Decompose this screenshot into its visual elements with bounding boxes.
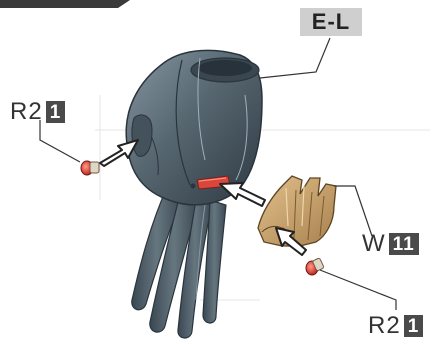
callout-right-bottom-num: 1 [404, 315, 424, 337]
callout-right-bottom-text: R2 [368, 314, 401, 338]
callout-right-top-text: W [362, 232, 386, 256]
pin-r2-right [306, 258, 324, 275]
hand-palm [126, 50, 262, 204]
part-label-main: E-L [300, 8, 362, 36]
callout-right-bottom: R2 1 [368, 314, 423, 338]
callout-right-top: W 11 [362, 232, 419, 256]
pin-r2-left [81, 161, 99, 175]
corner-strip [0, 0, 130, 8]
callout-left-text: R2 [10, 100, 43, 124]
hand-fingers [132, 185, 226, 338]
callout-left: R2 1 [10, 100, 65, 124]
callout-left-num: 1 [46, 101, 66, 123]
callout-right-top-num: 11 [389, 233, 419, 255]
armor-part-w11 [258, 176, 336, 246]
